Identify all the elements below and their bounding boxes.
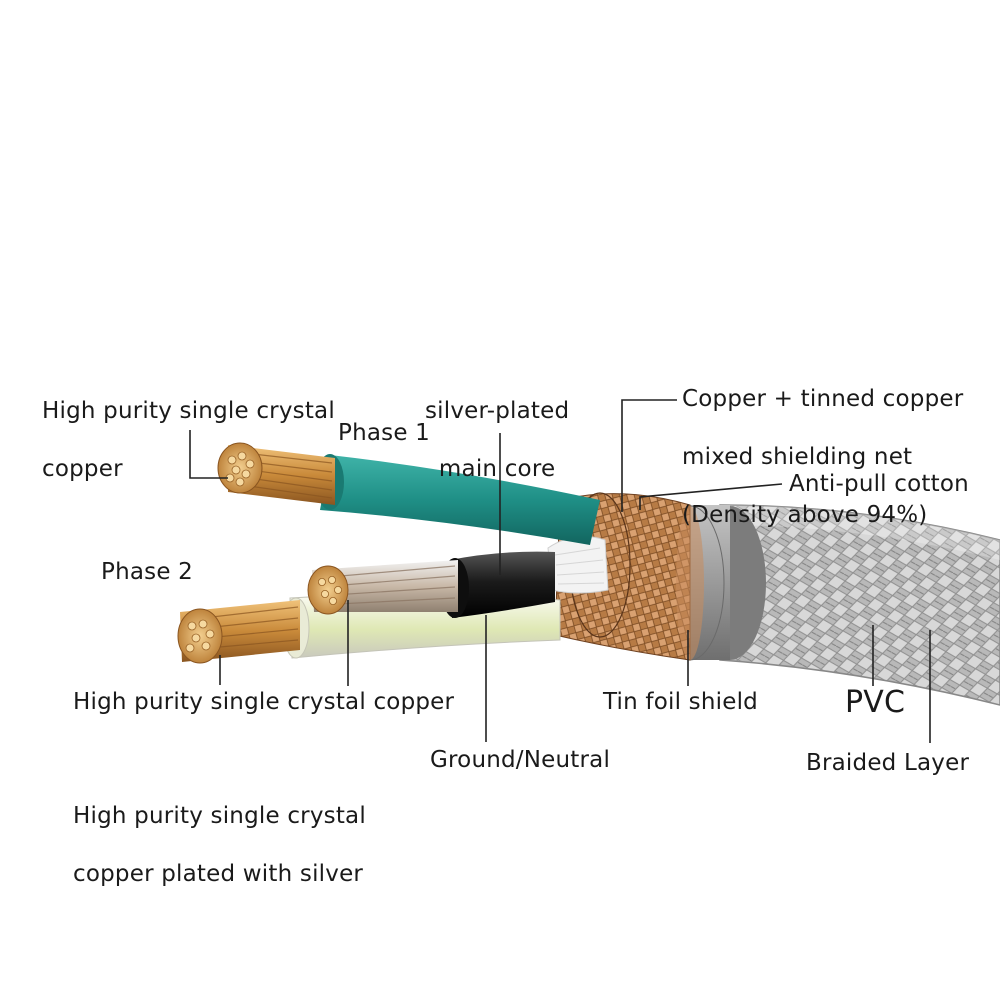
main-core-conductor xyxy=(307,551,555,618)
label-core-silver-copper: High purity single crystal copper plated… xyxy=(73,773,366,918)
leader-lines xyxy=(189,399,931,743)
label-anti-pull: Anti-pull cotton xyxy=(789,471,969,497)
label-silver-core: silver-plated main core xyxy=(425,368,569,513)
label-core-silver-copper-line1: High purity single crystal xyxy=(73,803,366,829)
leader-top-copper xyxy=(189,430,228,479)
anti-pull-cotton xyxy=(547,535,609,594)
label-shield-net-line2: mixed shielding net xyxy=(682,444,913,470)
label-silver-core-line2: main core xyxy=(438,456,556,482)
label-shield-net-line1: Copper + tinned copper xyxy=(682,386,964,412)
phase1-conductor xyxy=(217,442,600,545)
label-tin-foil: Tin foil shield xyxy=(603,689,758,715)
label-core-mid-copper: High purity single crystal copper xyxy=(73,689,455,715)
leader-anti-pull xyxy=(639,483,783,510)
label-ground-neutral: Ground/Neutral xyxy=(430,747,611,773)
label-core-top-copper: High purity single crystal copper xyxy=(42,368,335,513)
label-silver-core-line1: silver-plated xyxy=(425,398,570,424)
label-core-top-copper-line1: High purity single crystal xyxy=(42,398,335,424)
label-core-top-copper-line2: copper xyxy=(42,456,123,482)
label-phase1: Phase 1 xyxy=(338,420,431,446)
leader-shield-net xyxy=(621,399,677,512)
label-pvc: PVC xyxy=(845,685,906,720)
label-braided: Braided Layer xyxy=(806,750,970,776)
label-phase2: Phase 2 xyxy=(101,559,194,585)
label-core-silver-copper-line2: copper plated with silver xyxy=(73,861,364,887)
label-shield-net-line3: (Density above 94%) xyxy=(682,502,928,528)
label-shield-net: Copper + tinned copper mixed shielding n… xyxy=(682,356,963,559)
